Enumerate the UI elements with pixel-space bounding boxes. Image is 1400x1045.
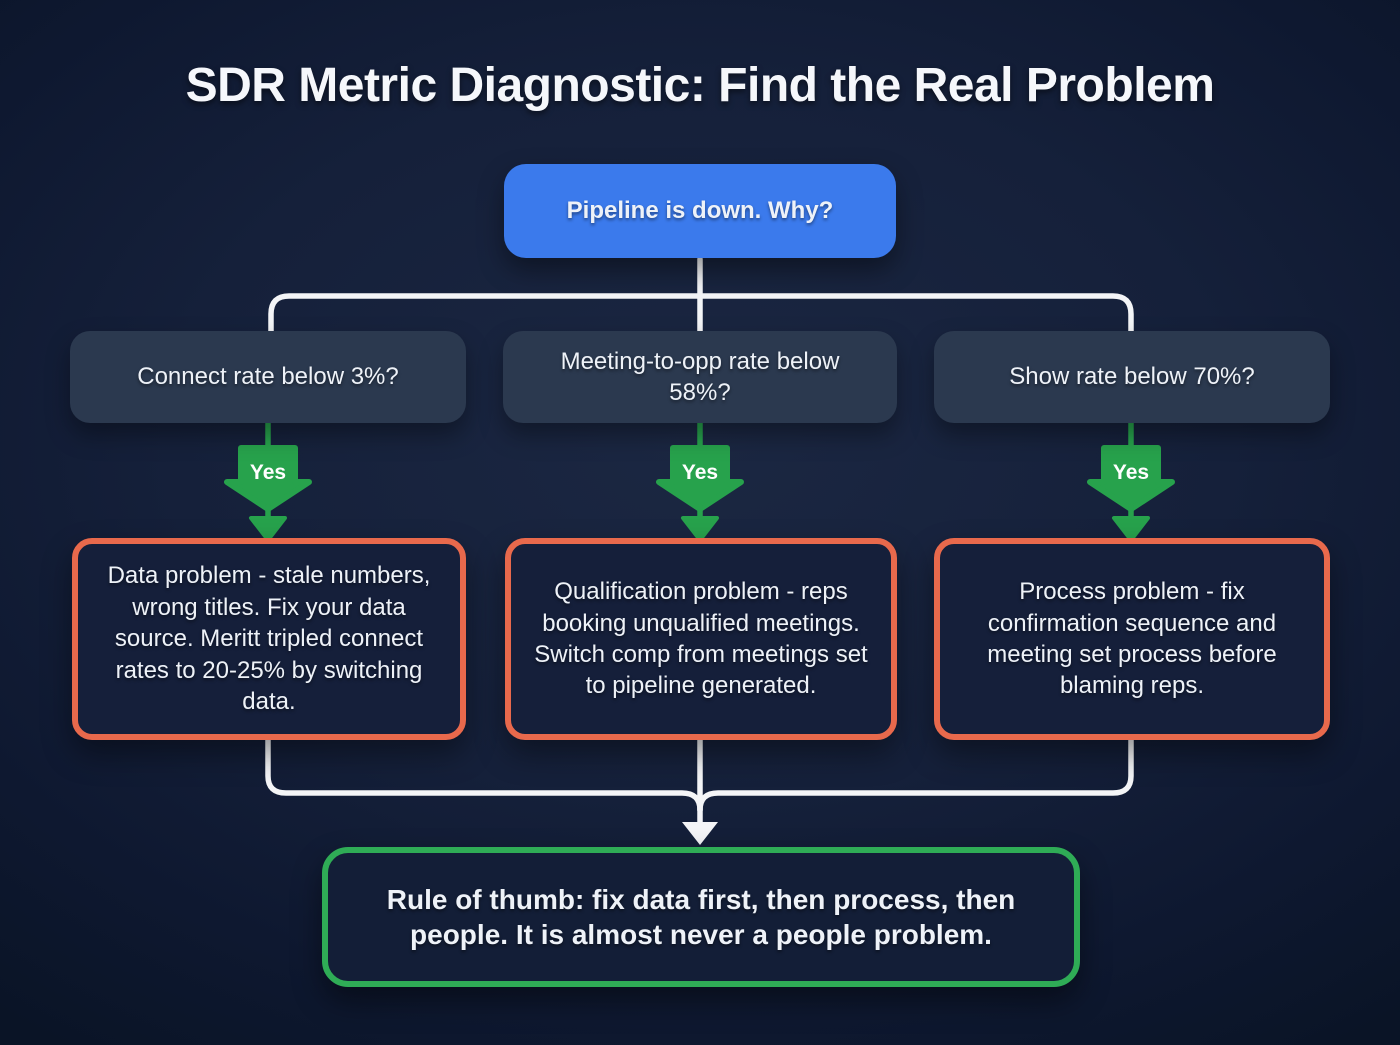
root-node-label: Pipeline is down. Why? bbox=[566, 197, 834, 224]
page-title: SDR Metric Diagnostic: Find the Real Pro… bbox=[185, 59, 1215, 112]
outcome-node-qualification-problem: Qualification problem - reps booking unq… bbox=[505, 538, 897, 740]
question-node-meeting-to-opp: Meeting-to-opp rate below 58%? bbox=[503, 331, 897, 423]
conclusion-label: Rule of thumb: fix data first, then proc… bbox=[386, 883, 1016, 950]
outcome-node-process-problem: Process problem - fix confirmation seque… bbox=[934, 538, 1330, 740]
yes-arrow-middle: Yes bbox=[656, 420, 744, 542]
top-branch-lines bbox=[268, 256, 1134, 334]
question-node-show-rate: Show rate below 70%? bbox=[934, 331, 1330, 423]
question-node-connect-rate: Connect rate below 3%? bbox=[70, 331, 466, 423]
question-label: Meeting-to-opp rate below 58%? bbox=[560, 347, 840, 406]
yes-label: Yes bbox=[682, 461, 718, 484]
outcome-label: Process problem - fix confirmation seque… bbox=[987, 578, 1277, 700]
outcome-label: Qualification problem - reps booking unq… bbox=[534, 578, 868, 700]
outcome-label: Data problem - stale numbers, wrong titl… bbox=[107, 562, 431, 716]
converge-lines bbox=[265, 737, 1134, 827]
question-label: Connect rate below 3%? bbox=[137, 363, 399, 391]
root-node: Pipeline is down. Why? bbox=[504, 164, 896, 258]
yes-label: Yes bbox=[250, 461, 286, 484]
yes-label: Yes bbox=[1113, 461, 1149, 484]
yes-arrow-right: Yes bbox=[1087, 420, 1175, 542]
yes-arrow-left: Yes bbox=[224, 420, 312, 542]
conclusion-node: Rule of thumb: fix data first, then proc… bbox=[322, 847, 1080, 987]
outcome-node-data-problem: Data problem - stale numbers, wrong titl… bbox=[72, 538, 466, 740]
question-label: Show rate below 70%? bbox=[1009, 363, 1255, 391]
merge-arrowhead-icon bbox=[682, 822, 718, 845]
